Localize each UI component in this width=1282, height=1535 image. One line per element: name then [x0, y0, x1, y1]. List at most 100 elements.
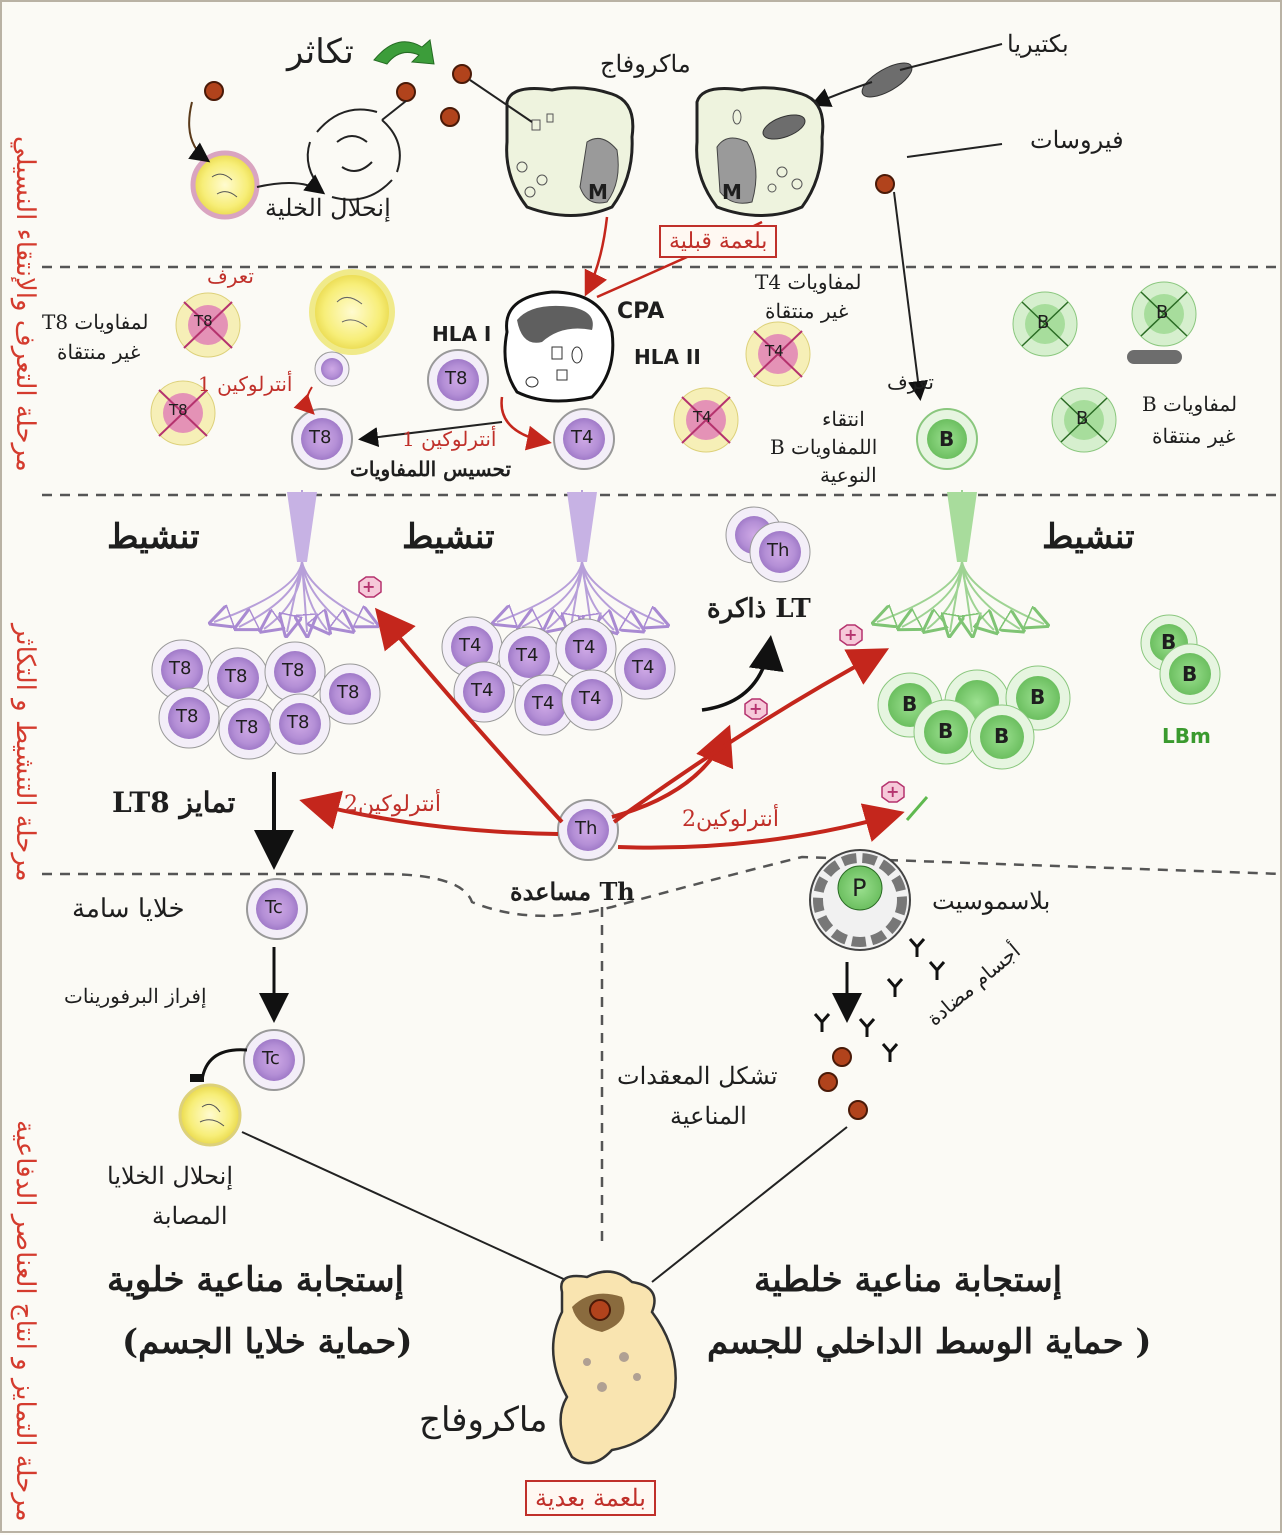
memory-th-label: Th	[767, 540, 789, 561]
proliferation-arrow	[374, 40, 434, 64]
non-selected-b-line1: لمفاويات B	[1142, 392, 1237, 416]
immune-complex-line2: المناعية	[670, 1102, 747, 1130]
b-clone-3: B	[938, 719, 953, 743]
non-selected-t4-line2: غير منتقاة	[765, 299, 848, 323]
cell-label-b-sel: B	[939, 427, 954, 451]
t4-clone-1: T4	[459, 635, 481, 656]
t8-clone-1: T8	[169, 658, 191, 679]
cell-label-t4-ns1: T4	[765, 342, 784, 360]
bacteria-icon	[814, 44, 1002, 104]
t4-clone-2: T4	[516, 645, 538, 666]
t4-clone-5: T4	[471, 680, 493, 701]
cpa-label: CPA	[617, 299, 664, 324]
interleukin2-left-label: أنترلوكين2	[344, 792, 441, 817]
plus-1: +	[362, 577, 375, 596]
plasmocyte-label: بلاسموسيت	[932, 887, 1050, 915]
bacteria-label: بكتيريا	[1007, 30, 1069, 58]
b-clone-cluster	[878, 666, 1070, 769]
infected-cell-selection	[312, 272, 392, 352]
th-helper-label: Th مساعدة	[510, 877, 635, 906]
recognition-t8-label: تعرف	[207, 264, 254, 288]
b-memory-2: B	[1182, 662, 1197, 686]
non-selected-t4-line1: لمفاويات T4	[755, 270, 861, 294]
interleukin1-left-label: أنترلوكين 1	[198, 372, 293, 396]
macrophage-right-icon	[697, 88, 823, 216]
lbm-label: LBm	[1162, 724, 1211, 748]
activation-left-label: تنشيط	[107, 517, 200, 557]
selection-b-line1: انتقاء	[822, 407, 865, 431]
selection-b-line3: النوعية	[820, 463, 877, 487]
activation-mid-label: تنشيط	[402, 517, 495, 557]
immune-complex-line1: تشكل المعقدات	[617, 1062, 778, 1090]
viruses-label: فيروسات	[1030, 126, 1124, 154]
b-clone-4: B	[994, 724, 1009, 748]
cell-label-t4-sel: T4	[571, 427, 593, 448]
cell-label-t8-hla: T8	[445, 368, 467, 389]
antibody-icons	[815, 939, 944, 1062]
t8-clone-7: T8	[287, 712, 309, 733]
phase-recognition-label: مرحلة التعرف والإنتقاء النسيلي	[10, 12, 40, 472]
cell-label-b-ns1: B	[1037, 312, 1049, 333]
tc-cell-1-label: Tc	[265, 897, 283, 918]
t4-clone-3: T4	[573, 637, 595, 658]
non-selected-b-line2: غير منتقاة	[1152, 424, 1235, 448]
b-clone-2: B	[1030, 685, 1045, 709]
t4-clone-6: T4	[532, 693, 554, 714]
sensitization-label: تحسيس اللمفاويات	[350, 457, 511, 481]
memory-lt-label: LT ذاكرة	[707, 594, 811, 624]
cytotoxic-cells-label: خلايا سامة	[72, 894, 185, 924]
separator-3	[42, 857, 1282, 916]
t8-small	[315, 352, 349, 386]
infected-cell-top	[193, 153, 257, 217]
cpa-cell-icon	[505, 292, 613, 401]
t4-clone-7: T4	[579, 688, 601, 709]
macrophage-top-label: ماكروفاج	[600, 50, 691, 78]
macrophage-m-left: M	[588, 180, 608, 204]
immune-complex-icon	[819, 1048, 867, 1119]
t8-clone-4: T8	[337, 682, 359, 703]
plus-3: +	[844, 625, 857, 644]
infected-lysis-line1: إنحلال الخلايا	[107, 1162, 233, 1190]
cell-label-t8-sel: T8	[309, 427, 331, 448]
pre-phagocytosis-label: بلعمة قبلية	[659, 225, 777, 258]
macrophage-m-right: M	[722, 180, 742, 204]
macrophage-bottom-label: ماكروفاج	[419, 1400, 548, 1440]
t8-clone-5: T8	[176, 706, 198, 727]
selection-b-line2: اللمفاويات B	[770, 435, 877, 459]
perforin-label: إفراز البرفورينات	[64, 984, 207, 1008]
t8-clone-6: T8	[236, 717, 258, 738]
recognition-b-label: تعرف	[887, 370, 934, 394]
plus-2: +	[749, 699, 762, 718]
activation-right-label: تنشيط	[1042, 517, 1135, 557]
tc-cell-2-label: Tc	[262, 1048, 280, 1069]
cell-label-t8-b: T8	[169, 401, 188, 419]
humoral-protection-label: ( حماية الوسط الداخلي للجسم	[707, 1322, 1152, 1362]
lysing-cell-icon	[308, 110, 400, 200]
t8-clone-3: T8	[282, 660, 304, 681]
plasmocyte-p-label: P	[852, 874, 866, 902]
macrophage-left-icon	[507, 88, 633, 216]
non-selected-t8-line2: غير منتقاة	[57, 340, 140, 364]
infected-lysis-line2: المصابة	[152, 1202, 228, 1230]
b-memory-1: B	[1161, 630, 1176, 654]
cell-label-t8-a: T8	[194, 312, 213, 330]
cell-label-b-ns2: B	[1156, 302, 1168, 323]
hla2-label: HLA II	[634, 345, 701, 369]
cellular-protection-label: (حماية خلايا الجسم)	[122, 1322, 412, 1362]
hla1-label: HLA I	[432, 322, 491, 346]
t4-clone-4: T4	[632, 657, 654, 678]
plus-4: +	[886, 782, 899, 801]
cellular-response-label: إستجابة مناعية خلوية	[107, 1260, 404, 1300]
non-selected-t8-line1: لمفاويات T8	[42, 310, 148, 334]
cell-label-t4-ns2: T4	[693, 408, 712, 426]
cell-label-b-ns3: B	[1076, 408, 1088, 429]
interleukin2-right-label: أنترلوكين2	[682, 807, 779, 832]
differentiation-lt8-label: تمايز LT8	[112, 786, 235, 819]
phase-differentiation-label: مرحلة التمايز و انتاج العناصر الدفاعية	[10, 882, 40, 1522]
b-clone-1: B	[902, 692, 917, 716]
cell-lysis-label: إنحلال الخلية	[265, 194, 391, 222]
humoral-response-label: إستجابة مناعية خلطية	[754, 1260, 1062, 1300]
macrophage-bottom-icon	[553, 1272, 676, 1464]
